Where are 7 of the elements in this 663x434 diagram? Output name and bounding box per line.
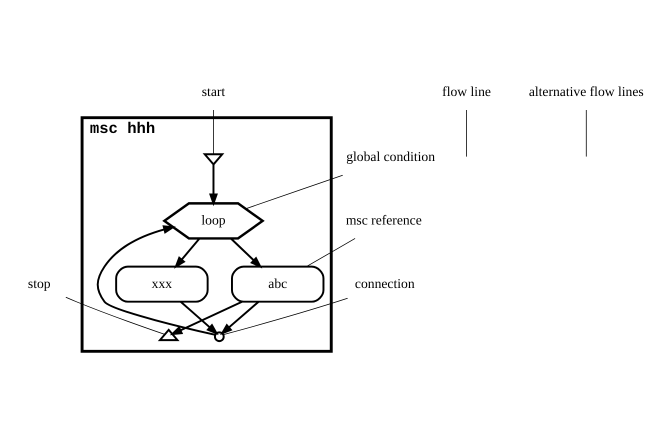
node-text: msc reference	[346, 212, 422, 228]
node-text: connection	[354, 276, 415, 291]
node-text: stop	[28, 276, 51, 291]
node-text: global condition	[346, 149, 436, 164]
node-text: flow line	[442, 84, 491, 100]
node-text: start	[202, 84, 226, 100]
node-text: alternative flow lines	[528, 84, 644, 100]
